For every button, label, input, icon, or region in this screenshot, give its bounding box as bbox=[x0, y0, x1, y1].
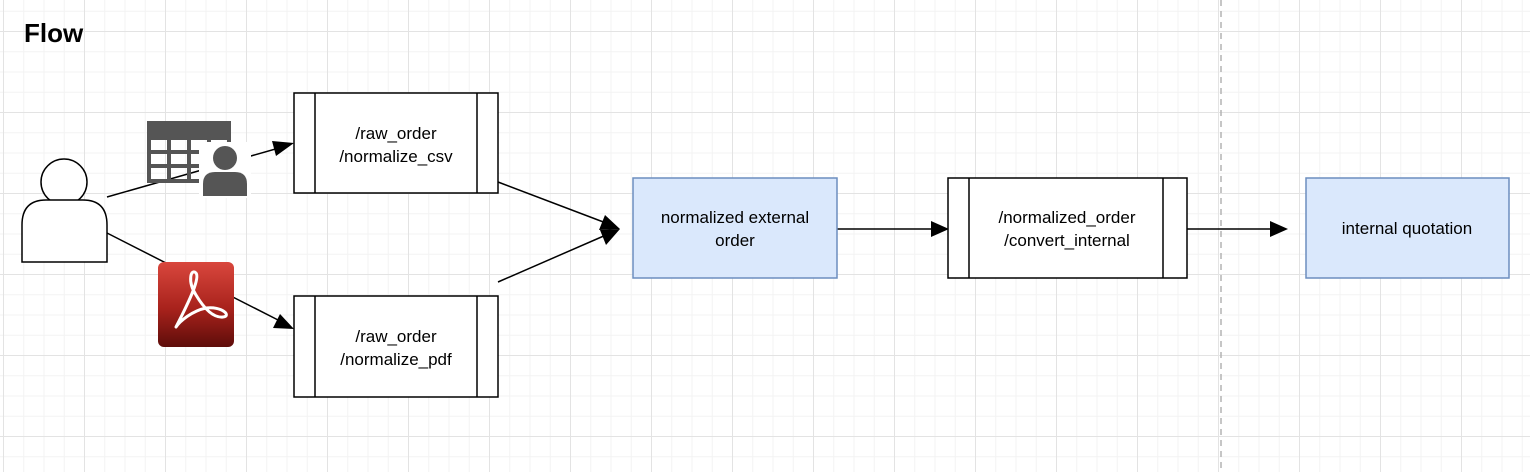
diagram-title: Flow bbox=[24, 18, 84, 48]
connector-normalized-to-convert[interactable] bbox=[837, 221, 949, 237]
internal-quotation-label: internal quotation bbox=[1342, 219, 1472, 238]
process-normalize-pdf-line1: /raw_order bbox=[355, 327, 437, 346]
process-convert-internal-line1: /normalized_order bbox=[998, 208, 1135, 227]
connector-convert-to-quotation[interactable] bbox=[1187, 221, 1288, 237]
process-convert-internal[interactable]: /normalized_order /convert_internal bbox=[947, 177, 1188, 279]
process-normalize-pdf[interactable]: /raw_order /normalize_pdf bbox=[293, 295, 499, 398]
process-normalize-csv-line2: /normalize_csv bbox=[339, 147, 453, 166]
normalized-external-line2: order bbox=[715, 231, 755, 250]
data-normalized-external-order[interactable]: normalized external order bbox=[632, 177, 838, 279]
user-icon[interactable] bbox=[21, 158, 108, 263]
connector-pdf-to-normalized[interactable] bbox=[497, 229, 620, 283]
spreadsheet-user-icon[interactable] bbox=[147, 121, 251, 198]
process-normalize-pdf-line2: /normalize_pdf bbox=[340, 350, 452, 369]
process-normalize-csv-line1: /raw_order bbox=[355, 124, 437, 143]
data-internal-quotation[interactable]: internal quotation bbox=[1305, 177, 1510, 279]
process-convert-internal-line2: /convert_internal bbox=[1004, 231, 1130, 250]
adobe-pdf-icon[interactable] bbox=[158, 262, 234, 347]
connector-csv-to-normalized[interactable] bbox=[497, 181, 620, 230]
process-normalize-csv[interactable]: /raw_order /normalize_csv bbox=[293, 92, 499, 194]
normalized-external-line1: normalized external bbox=[661, 208, 809, 227]
